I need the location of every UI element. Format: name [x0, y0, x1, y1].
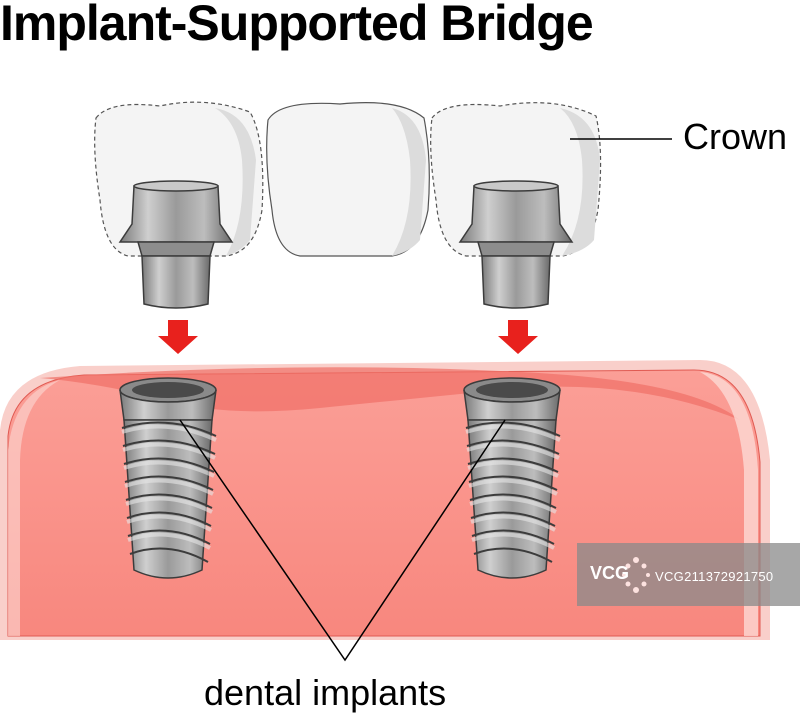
diagram-title: Implant-Supported Bridge [0, 0, 594, 51]
crown-label: Crown [683, 116, 788, 157]
arrow-left-icon [158, 320, 198, 354]
implant-left [118, 376, 218, 580]
implant-leader-lines [179, 419, 506, 662]
watermark-logo-text: VCG [590, 563, 630, 583]
implant-right [462, 376, 562, 580]
implants-label: dental implants [204, 672, 447, 713]
arrow-right-icon [498, 320, 538, 354]
watermark-logo-icon [622, 557, 650, 593]
watermark-id: VCG211372921750 [655, 569, 774, 584]
watermark [577, 543, 800, 606]
